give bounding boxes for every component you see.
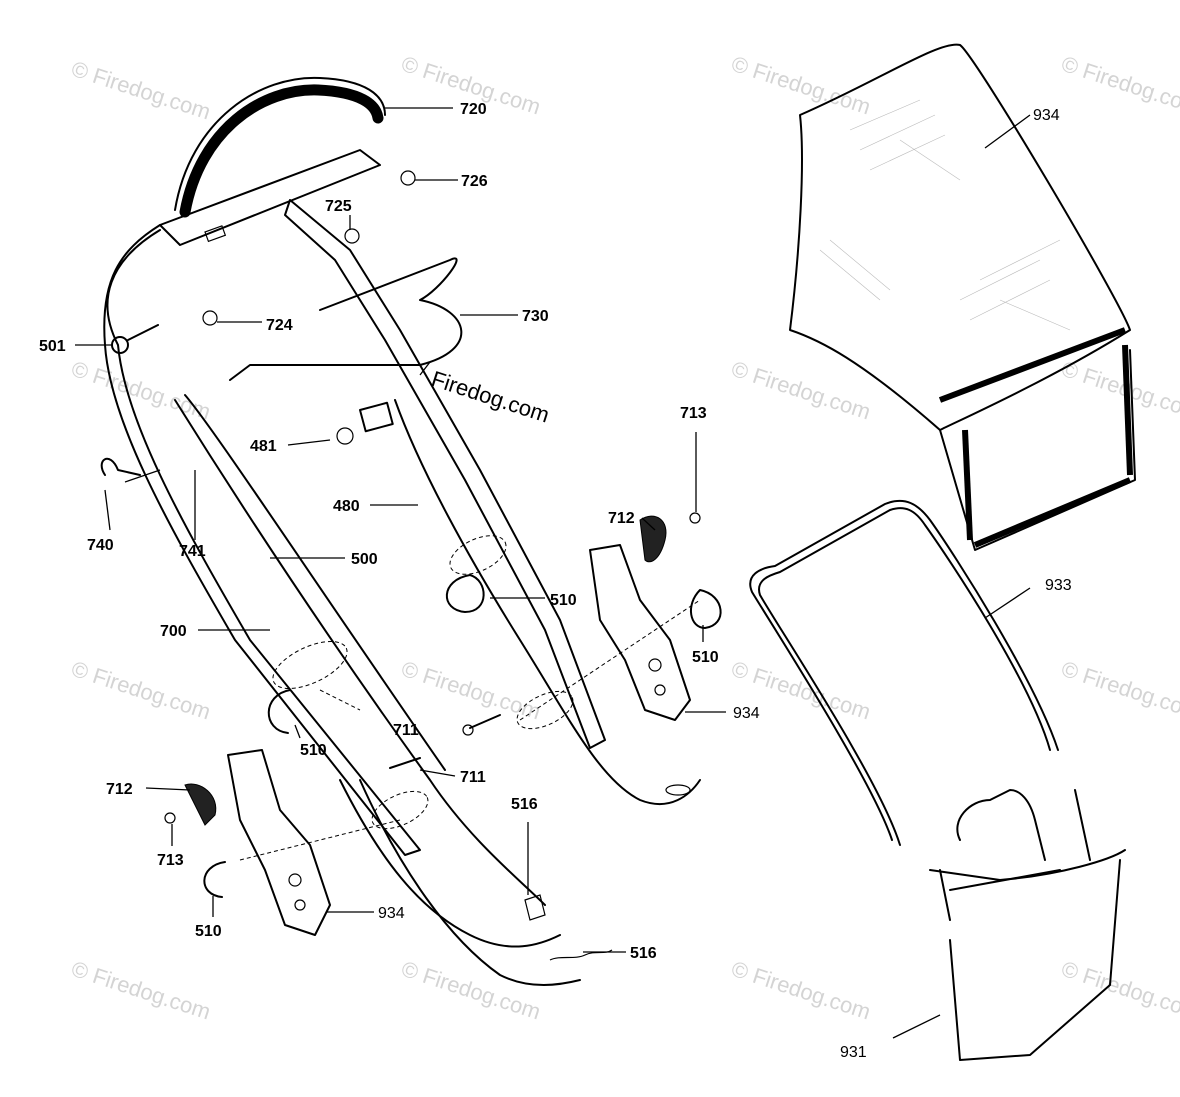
callout-510-left: 510 bbox=[195, 923, 222, 940]
bracket-934-left bbox=[227, 749, 331, 936]
upper-crossbar bbox=[159, 149, 381, 246]
control-wire-730 bbox=[229, 257, 463, 381]
clip-510 bbox=[445, 574, 485, 613]
handle-assembly bbox=[100, 76, 722, 986]
callout-712-right: 712 bbox=[608, 510, 635, 527]
callout-516-lower: 516 bbox=[630, 945, 657, 962]
mesh-pattern bbox=[819, 99, 1071, 331]
callout-934-right: 934 bbox=[733, 705, 760, 722]
callout-740: 740 bbox=[87, 537, 114, 554]
callout-724: 724 bbox=[266, 317, 293, 334]
callout-500: 500 bbox=[351, 551, 378, 568]
watermark: © Firedog.com bbox=[728, 956, 873, 1024]
cable-480 bbox=[394, 399, 701, 806]
callout-510-upper: 510 bbox=[550, 592, 577, 609]
callout-934-left: 934 bbox=[378, 905, 405, 922]
callout-720: 720 bbox=[460, 101, 487, 118]
callout-934-bag: 934 bbox=[1033, 107, 1060, 124]
watermark: © Firedog.com bbox=[68, 956, 213, 1024]
grass-bag bbox=[789, 43, 1136, 551]
callout-933: 933 bbox=[1045, 577, 1072, 594]
bag-frame-931 bbox=[929, 789, 1126, 1061]
bag-frame-933 bbox=[749, 499, 1059, 846]
watermark: © Firedog.com bbox=[1058, 51, 1180, 119]
callout-713-left: 713 bbox=[157, 852, 184, 869]
callout-931: 931 bbox=[840, 1044, 867, 1061]
callout-713-right: 713 bbox=[680, 405, 707, 422]
watermark: © Firedog.com bbox=[398, 956, 543, 1024]
callout-741: 741 bbox=[179, 543, 206, 560]
watermark: © Firedog.com bbox=[1058, 656, 1180, 724]
callout-711-upper: 711 bbox=[393, 722, 419, 739]
grass-bag-fabric bbox=[789, 43, 1131, 431]
callout-510-right: 510 bbox=[692, 649, 719, 666]
callout-481: 481 bbox=[250, 438, 277, 455]
bracket-934-right bbox=[589, 544, 691, 721]
callout-726: 726 bbox=[461, 173, 488, 190]
hairpin-740 bbox=[100, 457, 141, 476]
callout-730: 730 bbox=[522, 308, 549, 325]
watermark: © Firedog.com bbox=[1058, 356, 1180, 424]
callout-480: 480 bbox=[333, 498, 360, 515]
upper-handle-grip bbox=[174, 76, 386, 211]
handle-tube bbox=[103, 224, 421, 856]
center-watermark: Firedog.com bbox=[428, 366, 552, 428]
callout-712-left: 712 bbox=[106, 781, 133, 798]
watermark: © Firedog.com bbox=[728, 356, 873, 424]
callout-510-mid: 510 bbox=[300, 742, 327, 759]
callout-700: 700 bbox=[160, 623, 187, 640]
callout-labels: 720 726 725 724 730 501 481 480 740 741 … bbox=[39, 101, 1072, 1061]
callout-501: 501 bbox=[39, 338, 66, 355]
watermark: © Firedog.com bbox=[728, 51, 873, 119]
callout-516-upper: 516 bbox=[511, 796, 538, 813]
bail-bar bbox=[174, 399, 546, 906]
watermark: © Firedog.com bbox=[68, 56, 213, 124]
callout-725: 725 bbox=[325, 198, 352, 215]
watermark: © Firedog.com bbox=[68, 656, 213, 724]
watermark: © Firedog.com bbox=[398, 656, 543, 724]
watermark: © Firedog.com bbox=[68, 356, 213, 424]
leader-lines bbox=[75, 107, 1031, 1039]
callout-711-lower: 711 bbox=[460, 769, 486, 786]
